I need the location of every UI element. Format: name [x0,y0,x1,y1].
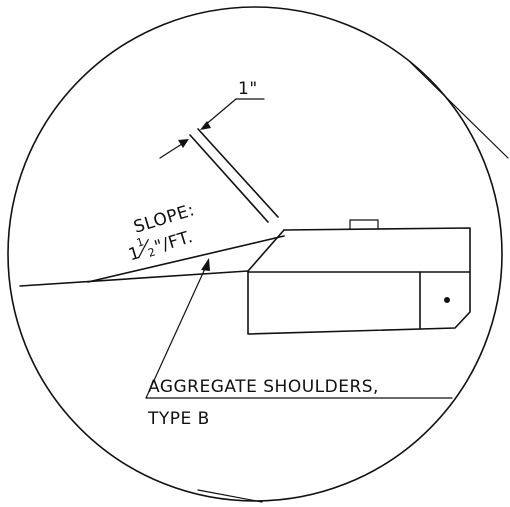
ground-line [19,270,249,287]
slope-fraction-bar [138,238,149,258]
dimension-arrowhead-left [178,139,189,148]
dimension-arrow-left [159,141,186,159]
pavement-slab [247,227,471,335]
aggregate-note-line2: TYPE B [147,409,210,429]
callout-tangent-lower [197,489,263,503]
slope-label-whole: 1 [126,243,143,265]
note-leader-line [145,261,209,399]
dimension-line-a [189,134,269,223]
slab-insert [349,219,379,230]
dimension-label: 1" [238,79,258,99]
dimension-arrow-right [203,98,237,127]
dimension-arrowhead-right [200,121,211,130]
shoulder-edge-line [247,229,285,272]
note-leader-arrowhead [201,258,210,271]
aggregate-note-line1: AGGREGATE SHOULDERS, [148,377,379,397]
dimension-line-b [197,128,279,218]
slope-label: SLOPE: 1 1 2 "/FT. [126,200,197,265]
slope-label-unit: "/FT. [152,227,195,258]
callout-tangent-line [409,61,509,159]
slope-label-num: 1 [135,235,145,249]
shoulder-slope-line [87,235,285,283]
dowel-bar-dot [444,297,450,303]
slope-label-den: 2 [146,245,156,259]
